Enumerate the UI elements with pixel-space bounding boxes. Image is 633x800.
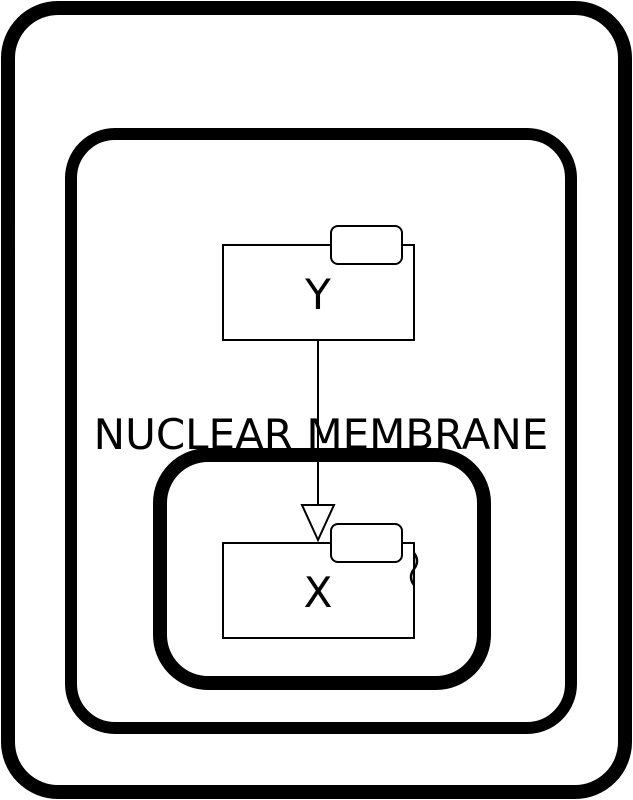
node-x-side-mark (409, 552, 419, 586)
node-x[interactable]: X (222, 523, 419, 639)
node-y-unit-of-info (330, 225, 403, 265)
node-y-label: Y (304, 270, 331, 319)
node-x-label: X (304, 568, 333, 617)
middle-compartment[interactable] (65, 128, 577, 734)
node-y[interactable]: Y (222, 225, 415, 341)
edge-y-to-x-arrowhead (300, 504, 336, 543)
node-x-unit-of-info (330, 523, 403, 563)
nucleus-compartment[interactable] (153, 448, 491, 690)
